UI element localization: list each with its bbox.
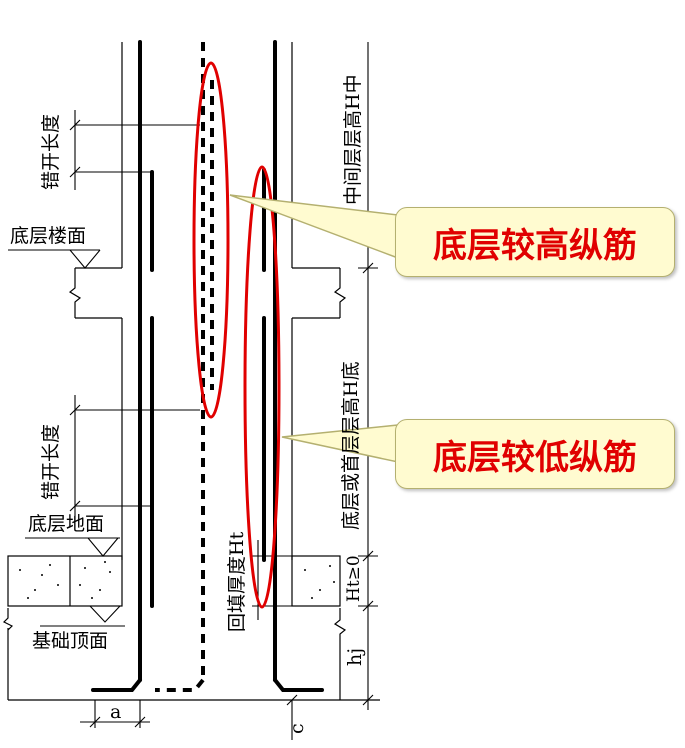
dimension-a-label: a [110,701,122,723]
hj-label: hj [344,647,366,666]
callout-lower-bars: 底层较低纵筋 [395,419,675,489]
highlight-ellipse-higher [192,61,230,419]
callout-higher-bars: 底层较高纵筋 [395,207,675,277]
dashed-rebar [155,42,214,692]
column-outline [2,42,380,701]
level-markers [8,249,125,627]
stagger-length-bottom-label: 错开长度 [40,423,62,500]
callout-higher-text: 底层较高纵筋 [433,225,637,266]
highlight-ellipse-lower [243,165,281,609]
backfill-thickness-label: 回填厚度Ht [226,531,248,632]
ground-slab-dots [19,561,335,599]
dimension-c-label: c [286,723,308,734]
callout-lower-text: 底层较低纵筋 [433,437,637,478]
stagger-length-top-label: 错开长度 [40,113,62,190]
stagger-dimensions [69,110,200,520]
foundation-top-label: 基础顶面 [32,630,109,652]
ground-floor-surface-label: 底层地面 [28,513,105,535]
right-dimensions [358,42,378,710]
bottom-dimensions [80,694,298,740]
ground-floor-height-label: 底层或首层层高H底 [340,361,362,530]
middle-floor-height-label: 中间层层高H中 [342,74,364,205]
ground-floor-slab-label: 底层楼面 [10,225,87,247]
ground-slab-blocks [7,555,341,607]
ht-ge-zero-label: Ht≥0 [344,555,364,602]
callout-pointer-higher [229,194,399,260]
rebars [91,40,324,692]
